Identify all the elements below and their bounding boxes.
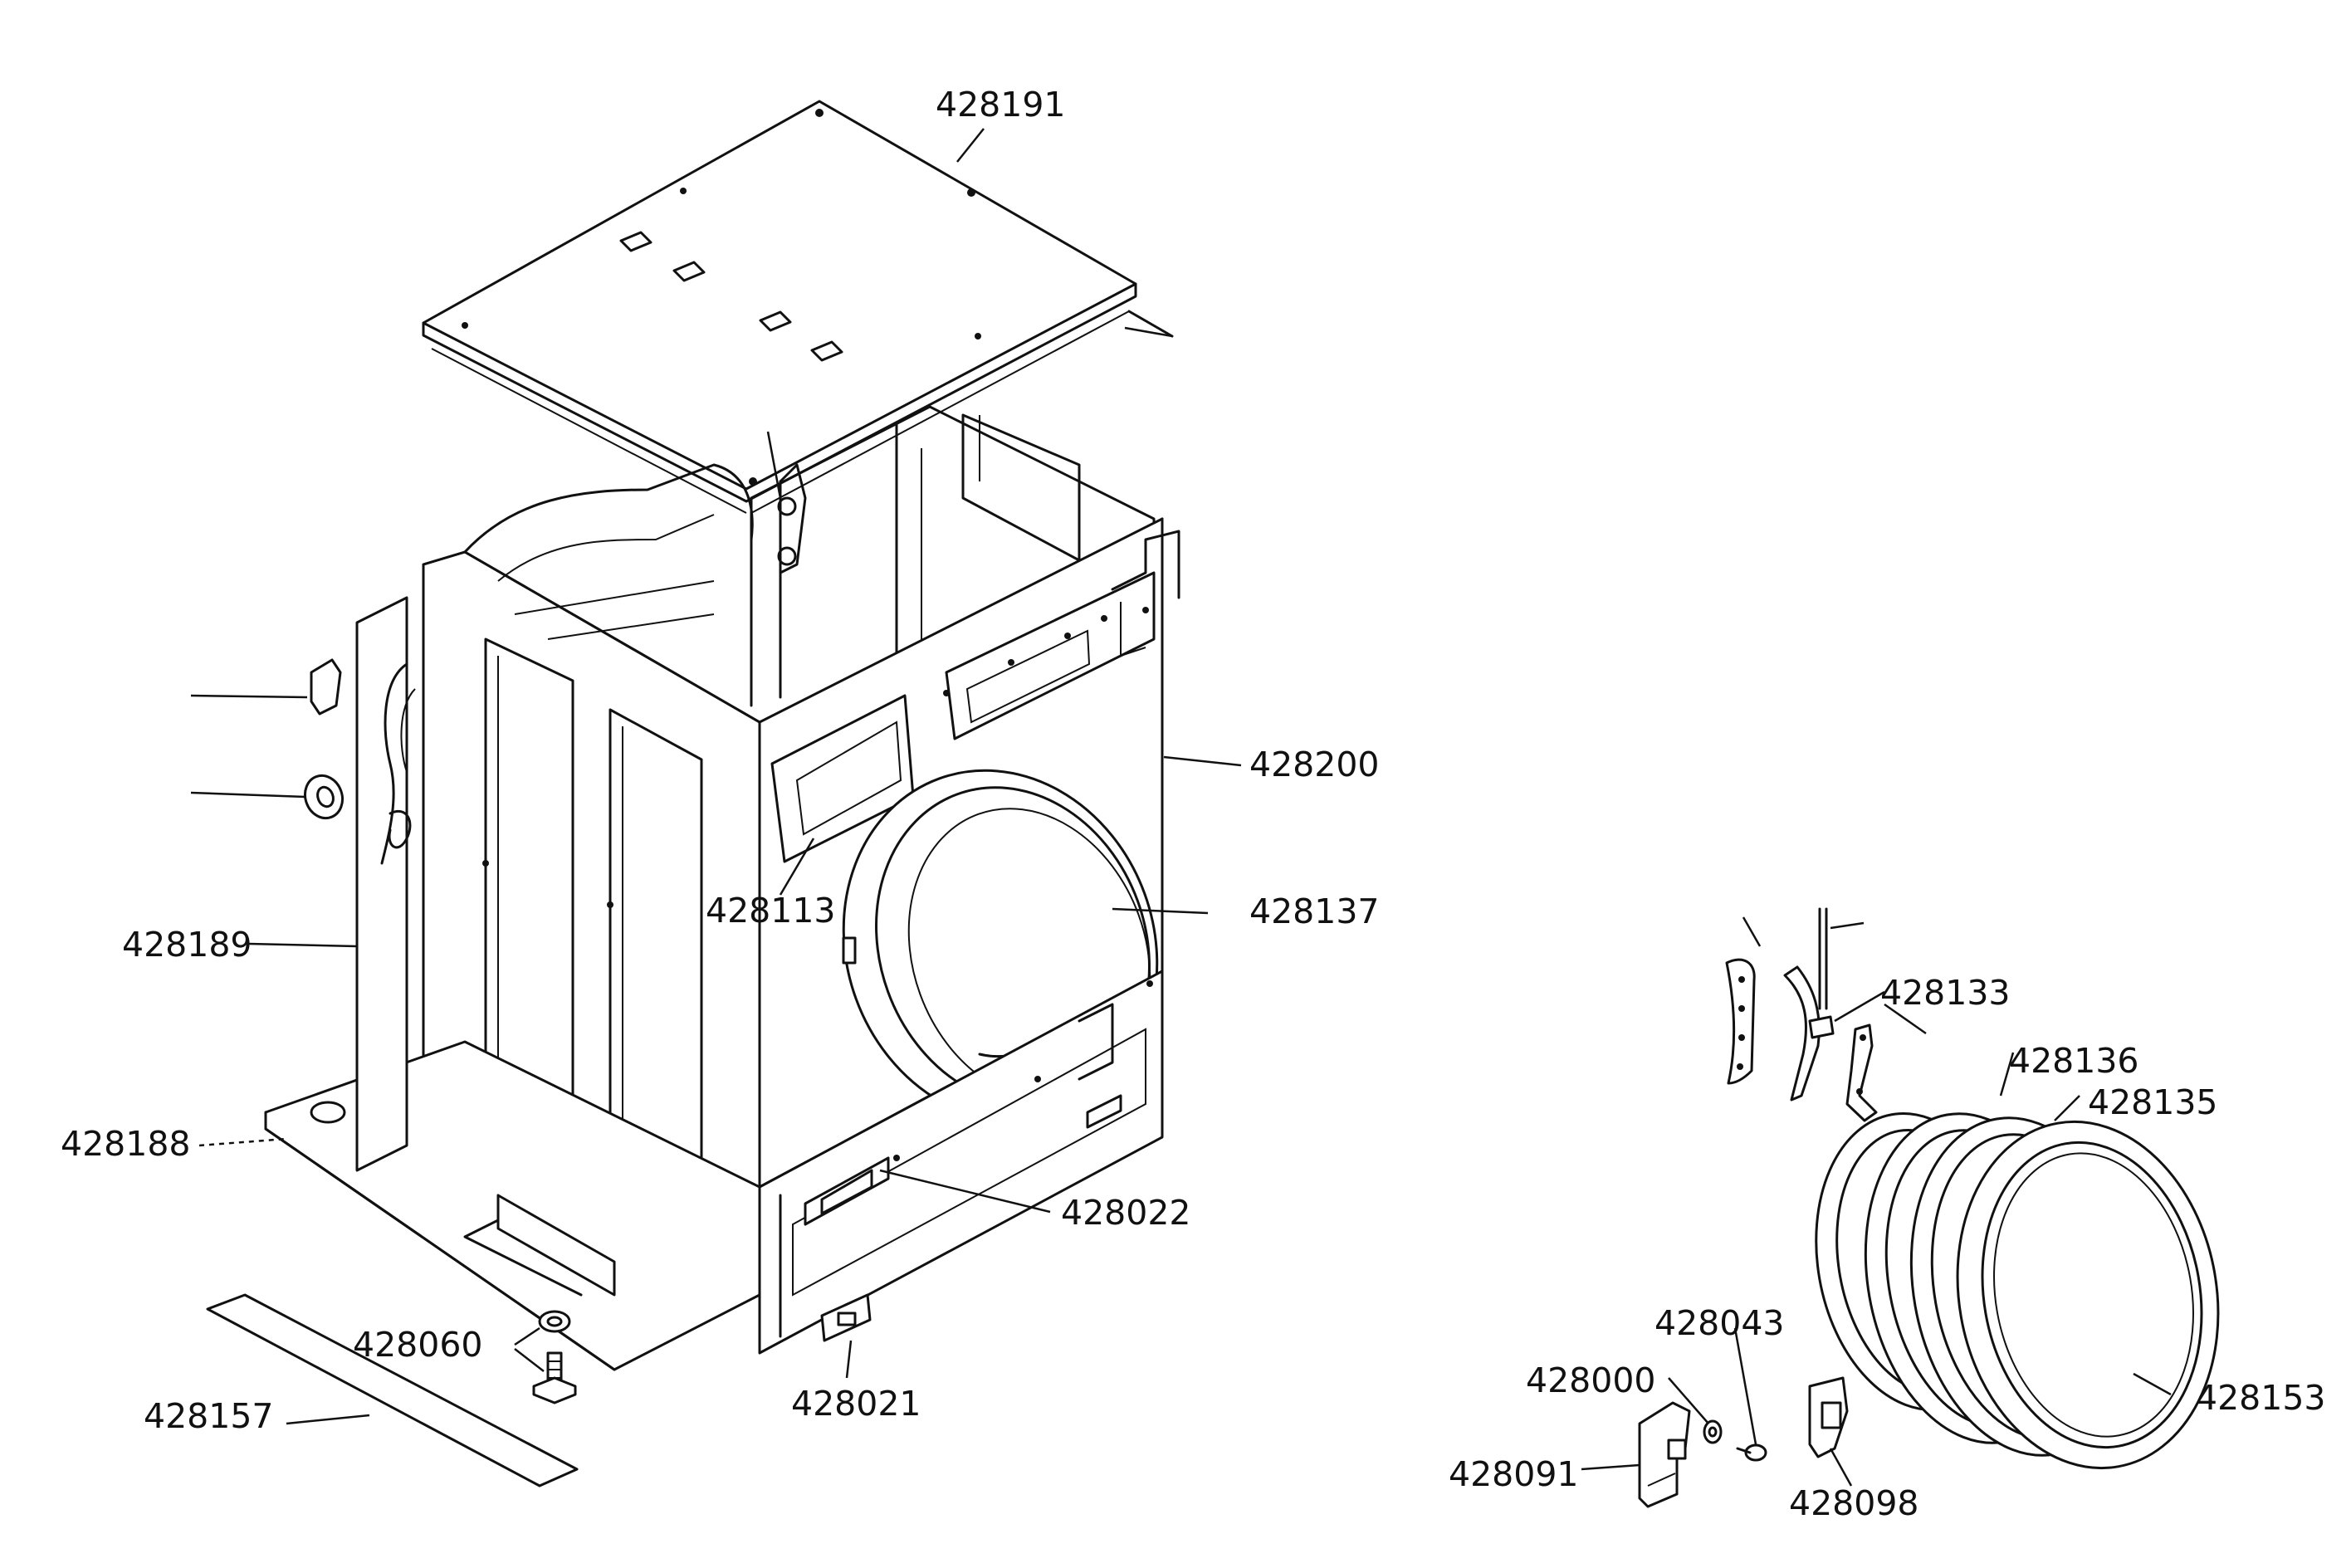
door-hinge-parts (1725, 907, 1878, 1122)
label-428000: 428000 (1526, 1360, 1656, 1400)
label-428137: 428137 (1249, 891, 1380, 931)
label-428191: 428191 (936, 85, 1066, 125)
label-428133: 428133 (1880, 973, 2011, 1013)
label-428153: 428153 (2196, 1378, 2326, 1418)
label-428136: 428136 (2009, 1041, 2139, 1081)
label-428091: 428091 (1449, 1454, 1579, 1494)
label-428022: 428022 (1061, 1193, 1191, 1233)
top-cover-panel (422, 100, 1174, 514)
label-428135: 428135 (2088, 1082, 2218, 1122)
door-seal-rings (1815, 1112, 2220, 1470)
label-428060: 428060 (353, 1325, 483, 1365)
part-number-labels: 428191 428200 428113 428137 428189 42818… (61, 85, 2326, 1523)
door-lock-parts (1638, 1376, 1849, 1508)
label-428189: 428189 (122, 925, 252, 965)
cabinet-frame (264, 405, 1180, 1371)
label-428113: 428113 (706, 891, 836, 931)
label-428157: 428157 (144, 1396, 274, 1436)
label-428200: 428200 (1249, 745, 1380, 784)
label-428043: 428043 (1654, 1303, 1785, 1343)
label-428098: 428098 (1789, 1483, 1919, 1523)
label-428188: 428188 (61, 1124, 191, 1164)
adjustable-foot (532, 1310, 577, 1404)
hinge-plate (820, 1293, 872, 1342)
sealing-strip (206, 1293, 579, 1487)
label-428021: 428021 (791, 1384, 921, 1424)
leader-lines (190, 128, 2172, 1487)
